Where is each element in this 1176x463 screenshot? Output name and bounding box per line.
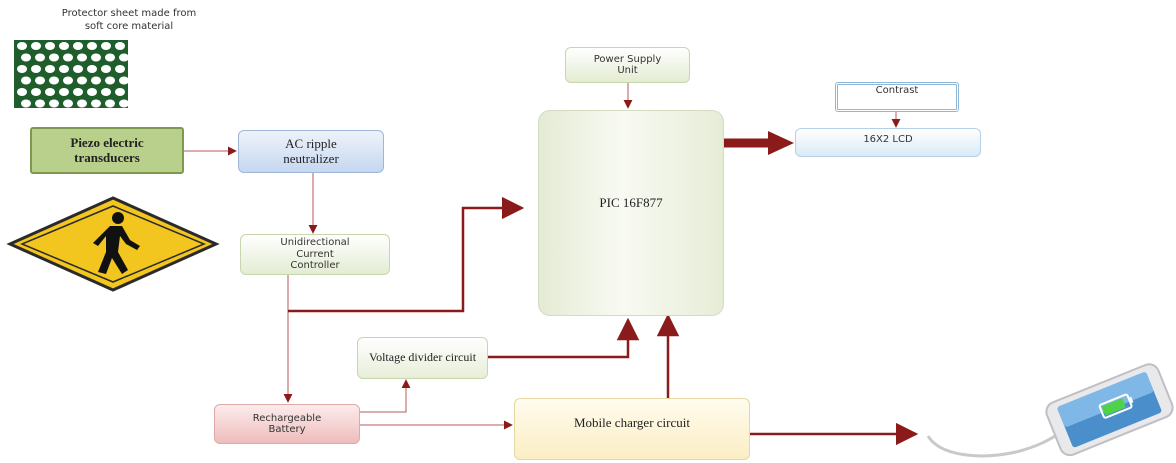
protector-hole — [101, 42, 111, 50]
voltage-divider-block: Voltage divider circuit — [357, 337, 488, 379]
wire-voltage-divider-to-pic — [488, 317, 640, 359]
piezo-transducers-block: Piezo electric transducers — [30, 127, 184, 174]
protector-hole — [45, 65, 55, 73]
protector-hole — [49, 53, 59, 62]
protector-hole — [17, 88, 27, 96]
protector-hole — [59, 88, 69, 96]
protector-hole — [87, 88, 97, 96]
protector-hole — [21, 53, 31, 62]
protector-hole — [105, 76, 115, 85]
mobile-charger-block: Mobile charger circuit — [514, 398, 750, 460]
protector-hole — [45, 88, 55, 96]
protector-hole — [63, 76, 73, 85]
protector-hole — [91, 53, 101, 62]
power-supply-unit-label: Power Supply Unit — [593, 53, 662, 77]
protector-hole — [49, 99, 59, 108]
protector-hole — [59, 65, 69, 73]
wire-unidirectional-to-pic — [288, 196, 525, 313]
rechargeable-battery-block: Rechargeable Battery — [214, 404, 360, 444]
protector-hole — [31, 42, 41, 50]
protector-hole — [73, 88, 83, 96]
protector-hole — [35, 76, 45, 85]
protector-hole — [73, 42, 83, 50]
protector-hole — [101, 65, 111, 73]
protector-hole — [91, 76, 101, 85]
unidirectional-current-controller-block: Unidirectional Current Controller — [240, 234, 390, 275]
protector-hole — [63, 99, 73, 108]
protector-hole — [119, 99, 128, 108]
ac-ripple-neutralizer-block: AC ripple neutralizer — [238, 130, 384, 173]
protector-hole — [35, 99, 45, 108]
protector-hole — [101, 88, 111, 96]
contrast-block: Contrast — [835, 82, 959, 112]
protector-hole — [45, 42, 55, 50]
pic-microcontroller-block: PIC 16F877 — [538, 110, 724, 316]
protector-hole — [77, 99, 87, 108]
protector-sheet-image — [14, 40, 128, 108]
protector-hole — [115, 88, 125, 96]
unidirectional-current-controller-label: Unidirectional Current Controller — [280, 237, 350, 272]
mobile-charger-label: Mobile charger circuit — [574, 414, 690, 430]
protector-hole — [115, 65, 125, 73]
protector-hole — [31, 65, 41, 73]
protector-hole — [21, 99, 31, 108]
protector-hole — [17, 42, 27, 50]
lcd-display-label: 16X2 LCD — [863, 133, 913, 145]
protector-hole — [87, 65, 97, 73]
protector-hole — [119, 76, 128, 85]
ac-ripple-neutralizer-label: AC ripple neutralizer — [283, 135, 339, 166]
rechargeable-battery-label: Rechargeable Battery — [252, 412, 322, 436]
protector-hole — [87, 42, 97, 50]
smartphone-charging-icon — [926, 363, 1174, 458]
protector-hole — [49, 76, 59, 85]
protector-hole — [115, 42, 125, 50]
contrast-label: Contrast — [875, 85, 919, 97]
protector-hole — [31, 88, 41, 96]
protector-hole — [77, 76, 87, 85]
protector-sheet-caption: Protector sheet made from soft core mate… — [61, 8, 197, 32]
protector-hole — [21, 76, 31, 85]
piezo-transducers-label: Piezo electric transducers — [70, 134, 144, 165]
protector-hole — [59, 42, 69, 50]
protector-hole — [105, 53, 115, 62]
protector-hole — [63, 53, 73, 62]
protector-hole — [35, 53, 45, 62]
protector-hole — [17, 65, 27, 73]
voltage-divider-label: Voltage divider circuit — [368, 350, 477, 365]
wire-battery-to-voltage-divider — [360, 379, 411, 413]
protector-hole — [105, 99, 115, 108]
protector-hole — [119, 53, 128, 62]
pedestrian-crossing-sign-icon — [6, 196, 220, 292]
protector-hole — [73, 65, 83, 73]
protector-hole — [77, 53, 87, 62]
pic-microcontroller-label: PIC 16F877 — [599, 194, 663, 210]
lcd-display-block: 16X2 LCD — [795, 128, 981, 157]
protector-hole — [91, 99, 101, 108]
power-supply-unit-block: Power Supply Unit — [565, 47, 690, 83]
